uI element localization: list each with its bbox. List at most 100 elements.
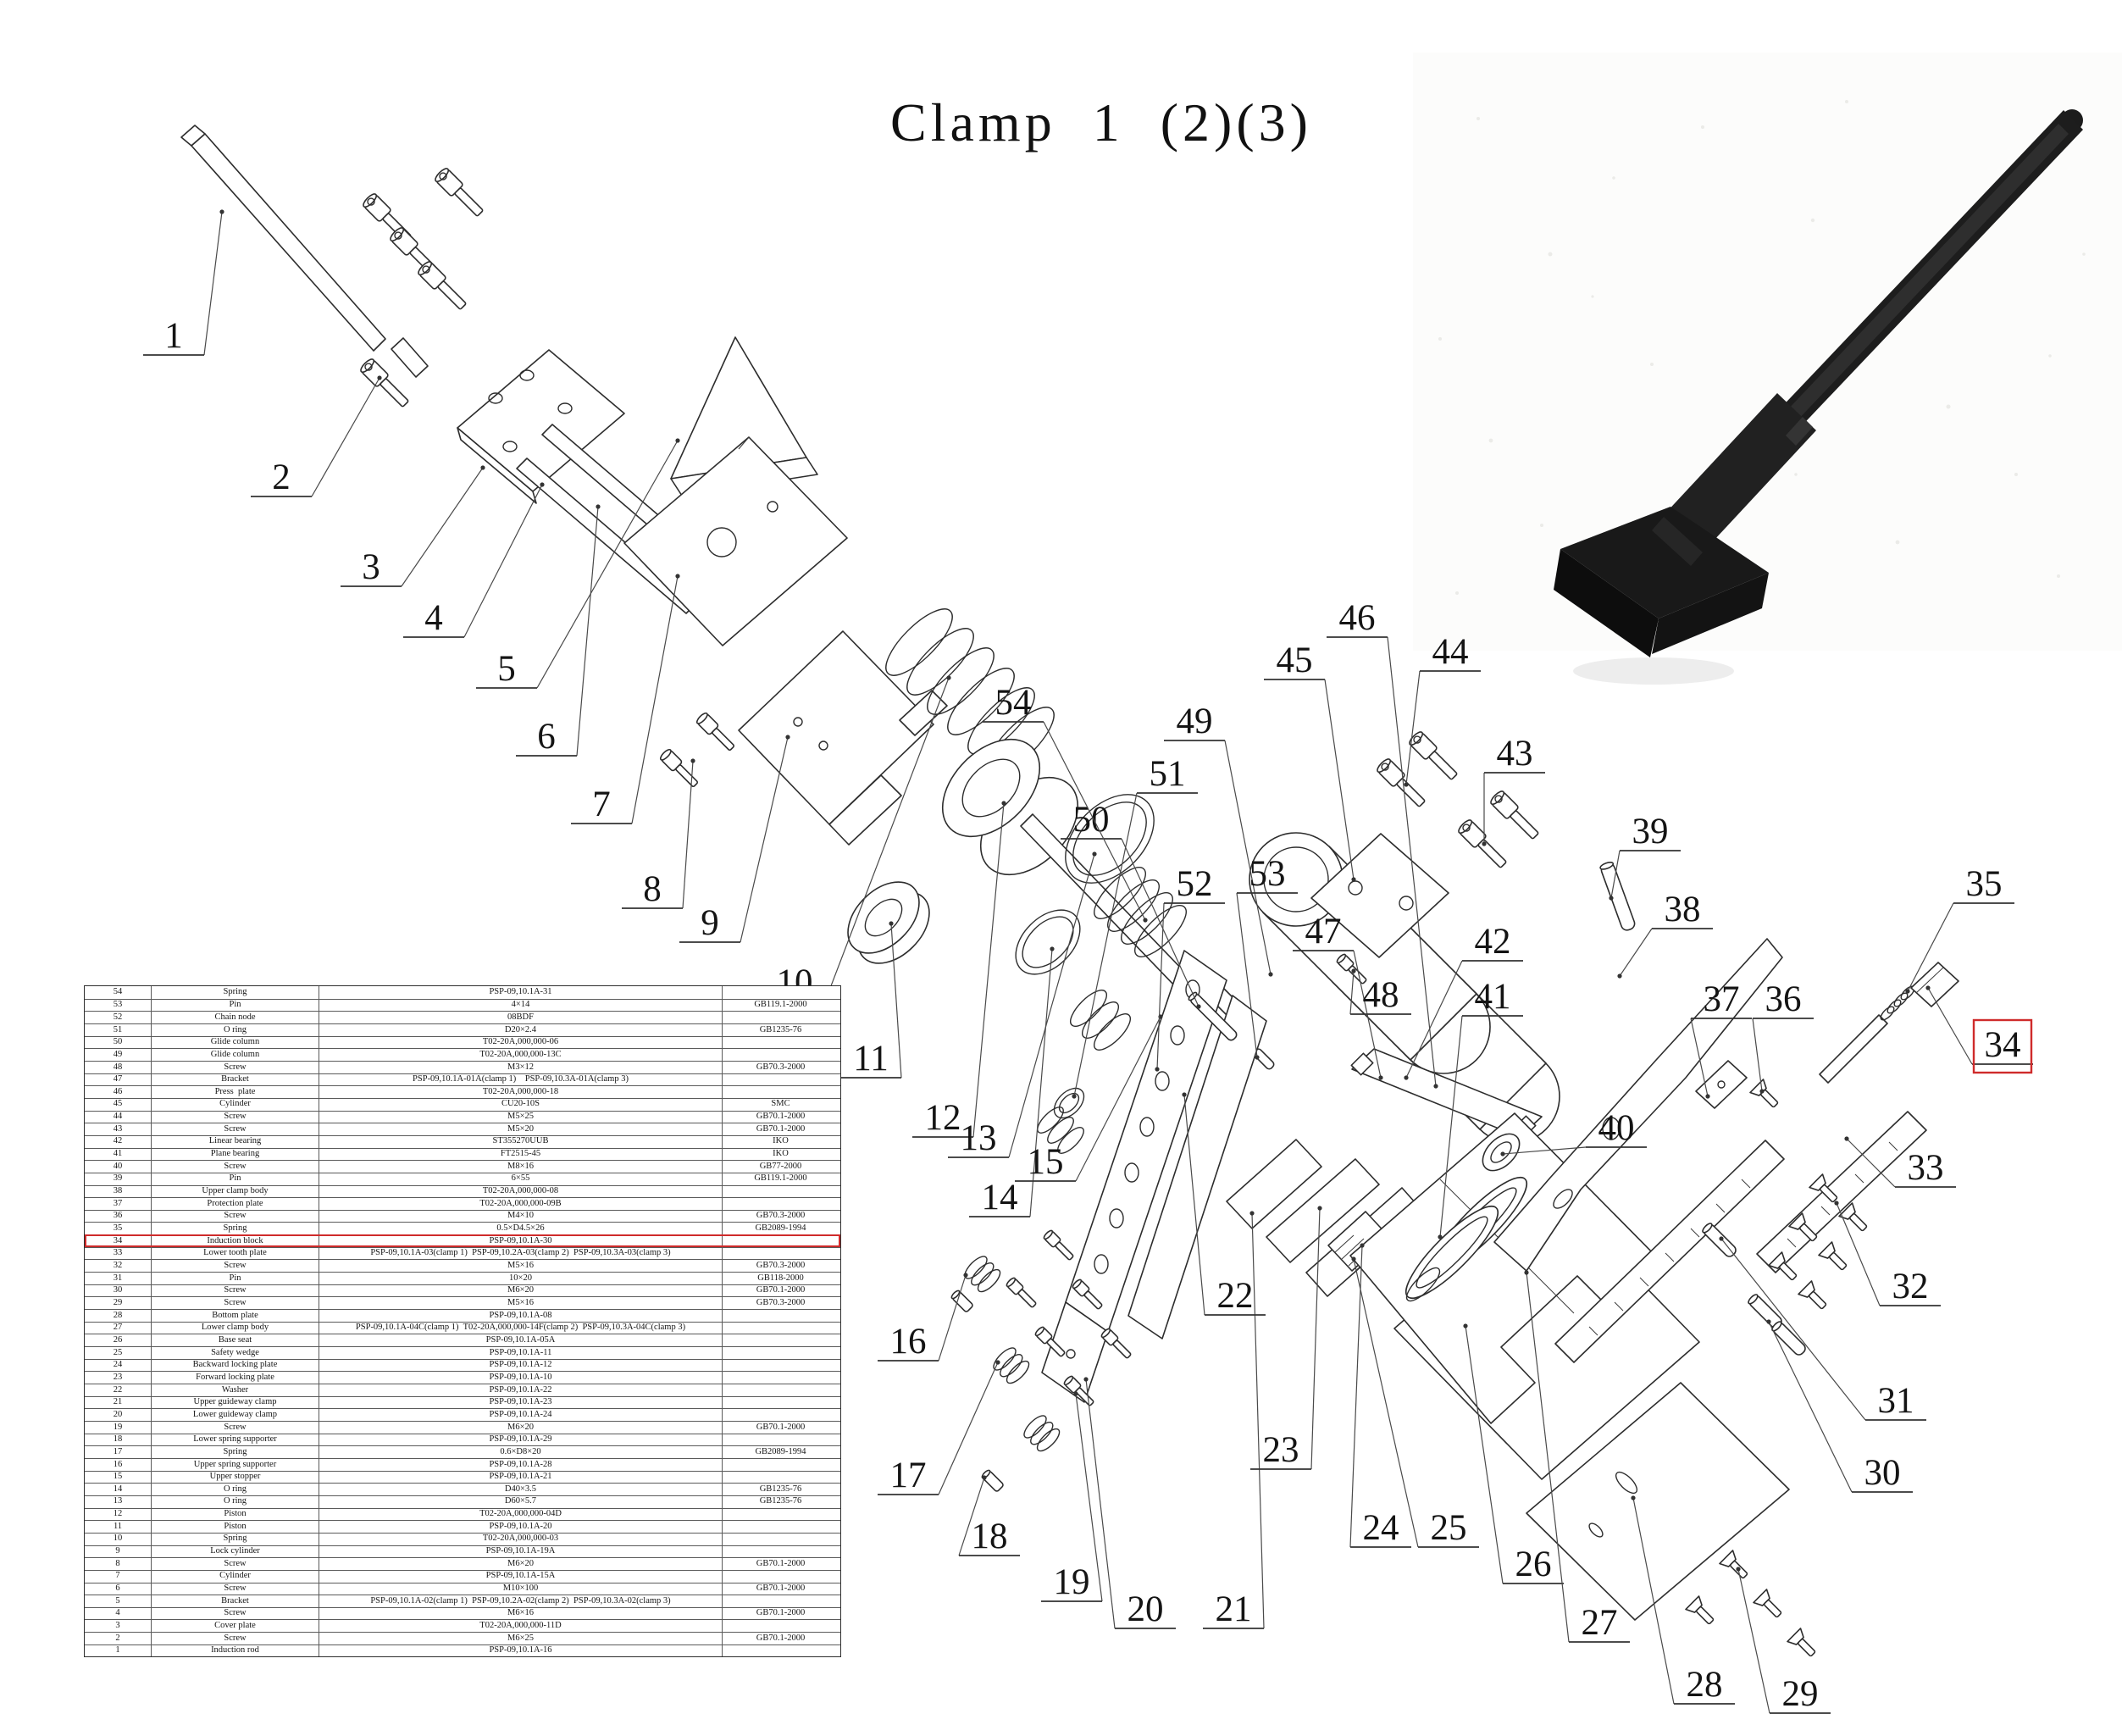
cell-name: Spring	[151, 1533, 319, 1545]
cell-no: 37	[113, 1198, 123, 1208]
cell-model: 08BDF	[319, 1012, 722, 1023]
svg-text:28: 28	[1687, 1665, 1723, 1705]
cell-no: 54	[113, 987, 123, 997]
svg-text:15: 15	[1028, 1142, 1064, 1182]
cell-standard	[722, 1620, 839, 1633]
callout-18: 18	[958, 1475, 1020, 1556]
svg-text:52: 52	[1177, 864, 1213, 904]
cell-name: Bottom plate	[151, 1310, 319, 1322]
cell-no: 25	[113, 1347, 123, 1357]
cell-model: PSP-09,10.1A-28	[319, 1458, 722, 1471]
cell-no: 1	[115, 1645, 120, 1656]
cell-name: Upper guideway clamp	[151, 1396, 319, 1409]
cell-model: PSP-09,10.1A-08	[319, 1310, 722, 1322]
cell-name: Screw	[151, 1061, 319, 1073]
cell-model: PSP-09,10.1A-11	[319, 1347, 722, 1359]
svg-text:26: 26	[1515, 1545, 1552, 1584]
callout-6: 6	[516, 504, 601, 757]
cell-standard: IKO	[722, 1148, 839, 1161]
cell-standard	[722, 1595, 839, 1607]
svg-text:3: 3	[362, 547, 380, 587]
cell-model: PSP-09,10.1A-24	[319, 1409, 722, 1421]
screw-8b	[695, 711, 738, 754]
cell-name: Linear bearing	[151, 1135, 319, 1148]
part-stopper-strip	[1041, 950, 1267, 1403]
cell-no: 18	[113, 1434, 123, 1445]
svg-text:7: 7	[592, 785, 611, 824]
callout-1: 1	[143, 209, 224, 356]
callout-17: 17	[878, 1360, 1000, 1495]
cell-no: 23	[113, 1372, 123, 1382]
cell-no: 24	[113, 1360, 123, 1370]
cell-name: Pin	[151, 1273, 319, 1284]
svg-text:9: 9	[701, 903, 719, 943]
cell-standard: GB1235-76	[722, 1495, 839, 1508]
cell-no: 39	[113, 1173, 123, 1184]
cell-standard	[722, 1049, 839, 1061]
cell-no: 22	[113, 1384, 123, 1395]
callout-47: 47	[1293, 912, 1383, 1080]
cell-name: Pin	[151, 999, 319, 1012]
cell-standard: IKO	[722, 1135, 839, 1148]
part-oring-51	[1053, 1087, 1085, 1119]
cell-model: M10×100	[319, 1583, 722, 1595]
cell-model: PSP-09,10.1A-15A	[319, 1570, 722, 1583]
part-oring-13	[1065, 794, 1155, 884]
callout-14: 14	[969, 946, 1055, 1217]
svg-text:38: 38	[1665, 890, 1701, 929]
cell-no: 5	[115, 1595, 120, 1606]
cell-model: T02-20A,000,000-09B	[319, 1198, 722, 1210]
part-cylinder-body	[623, 436, 848, 646]
svg-text:47: 47	[1305, 912, 1342, 951]
screw-8	[658, 747, 701, 790]
cell-no: 4	[115, 1608, 120, 1618]
cell-standard: GB118-2000	[722, 1273, 839, 1284]
cell-no: 2	[115, 1633, 120, 1643]
cell-name: Screw	[151, 1633, 319, 1644]
cell-name: Spring	[151, 1223, 319, 1235]
cell-standard: GB119.1-2000	[722, 999, 839, 1012]
cell-name: Protection plate	[151, 1198, 319, 1210]
cell-name: O ring	[151, 1484, 319, 1495]
cell-no: 38	[113, 1186, 123, 1196]
cell-no: 47	[113, 1074, 123, 1084]
cell-name: Forward locking plate	[151, 1372, 319, 1384]
svg-text:11: 11	[853, 1039, 888, 1079]
part-smc-cylinder	[1310, 833, 1449, 958]
callout-16: 16	[878, 1273, 968, 1362]
cell-name: Glide column	[151, 1036, 319, 1049]
callout-12: 12	[912, 801, 1006, 1138]
cell-standard	[722, 1247, 839, 1260]
svg-text:34: 34	[1985, 1025, 2021, 1065]
cell-model: ST355270UUB	[319, 1135, 722, 1148]
cell-standard	[722, 986, 839, 999]
screw-43b	[1488, 788, 1543, 843]
svg-text:54: 54	[995, 683, 1032, 723]
cell-name: Screw	[151, 1260, 319, 1273]
cell-name: Screw	[151, 1284, 319, 1297]
callout-8: 8	[622, 758, 695, 909]
callout-28: 28	[1631, 1495, 1735, 1705]
cell-no: 32	[113, 1261, 123, 1271]
callout-15: 15	[1015, 1014, 1163, 1182]
cell-name: Spring	[151, 1446, 319, 1458]
cell-standard: GB119.1-2000	[722, 1173, 839, 1185]
part-bottom-plate	[1526, 1382, 1790, 1621]
svg-text:21: 21	[1216, 1589, 1252, 1629]
svg-text:17: 17	[890, 1456, 927, 1495]
cell-standard: SMC	[722, 1098, 839, 1111]
cell-model: M6×20	[319, 1421, 722, 1434]
svg-text:20: 20	[1127, 1589, 1164, 1629]
cell-model: 10×20	[319, 1273, 722, 1284]
cell-name: Screw	[151, 1210, 319, 1223]
